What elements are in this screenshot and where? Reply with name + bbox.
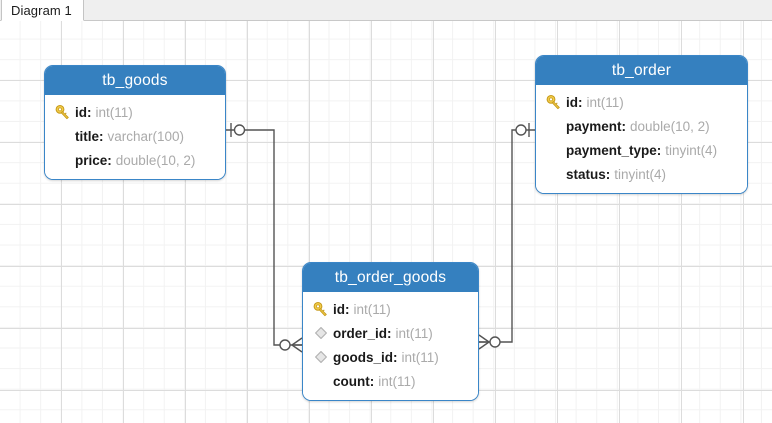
- field-name: status: [566, 166, 606, 182]
- cardinality-zero-or-one-goods: [230, 123, 246, 137]
- relationship-line-order-goods-order: [479, 129, 535, 343]
- field-separator: :: [107, 152, 112, 168]
- field-type: int(11): [401, 349, 439, 365]
- field-name: count: [333, 373, 370, 389]
- field-row[interactable]: payment_type: tinyint(4): [536, 138, 747, 162]
- field-separator: :: [345, 301, 350, 317]
- field-type: tinyint(4): [665, 142, 718, 158]
- field-name: order_id: [333, 325, 388, 341]
- table-header-tb-order-goods[interactable]: tb_order_goods: [303, 263, 478, 292]
- field-name: price: [75, 152, 108, 168]
- primary-key-icon: [311, 299, 331, 319]
- field-icon-placeholder: [544, 164, 564, 184]
- field-type: int(11): [586, 94, 624, 110]
- tab-label: Diagram 1: [11, 2, 72, 18]
- field-icon-placeholder: [544, 116, 564, 136]
- field-name: id: [75, 104, 87, 120]
- field-icon-placeholder: [53, 126, 73, 146]
- field-row[interactable]: id: int(11): [536, 90, 747, 114]
- field-type: int(11): [378, 373, 416, 389]
- tab-diagram-1[interactable]: Diagram 1: [1, 0, 84, 21]
- entity-table-tb-order[interactable]: tb_order id: int(11) payment: doub: [535, 55, 748, 194]
- diagram-canvas[interactable]: tb_goods id: int(11) title: varcha: [0, 21, 772, 423]
- field-row[interactable]: id: int(11): [45, 100, 225, 124]
- foreign-key-icon: [311, 323, 331, 343]
- table-title: tb_goods: [102, 71, 168, 89]
- field-name: payment: [566, 118, 622, 134]
- entity-table-tb-goods[interactable]: tb_goods id: int(11) title: varcha: [44, 65, 226, 180]
- field-type: varchar(100): [107, 128, 185, 144]
- primary-key-icon: [53, 102, 73, 122]
- field-separator: :: [393, 349, 398, 365]
- field-row[interactable]: price: double(10, 2): [45, 148, 225, 172]
- table-title: tb_order: [611, 61, 672, 79]
- field-row[interactable]: payment: double(10, 2): [536, 114, 747, 138]
- table-fields-tb-order-goods: id: int(11) order_id: int(11) go: [303, 292, 478, 400]
- field-type: int(11): [353, 301, 391, 317]
- field-icon-placeholder: [544, 140, 564, 160]
- field-separator: :: [578, 94, 583, 110]
- table-fields-tb-order: id: int(11) payment: double(10, 2) payme…: [536, 85, 747, 193]
- field-type: double(10, 2): [630, 118, 710, 134]
- table-title: tb_order_goods: [334, 268, 447, 286]
- field-icon-placeholder: [53, 150, 73, 170]
- relationship-connectors: [226, 123, 535, 353]
- cardinality-zero-or-many-order-goods-right: [478, 334, 501, 350]
- field-name: payment_type: [566, 142, 657, 158]
- field-separator: :: [656, 142, 662, 158]
- field-type: int(11): [395, 325, 433, 341]
- field-type: double(10, 2): [115, 152, 196, 168]
- table-fields-tb-goods: id: int(11) title: varchar(100) price: d…: [45, 95, 225, 179]
- field-separator: :: [369, 373, 375, 389]
- field-separator: :: [99, 128, 104, 144]
- entity-table-tb-order-goods[interactable]: tb_order_goods id: int(11): [302, 262, 479, 401]
- field-separator: :: [605, 166, 611, 182]
- table-header-tb-order[interactable]: tb_order: [536, 56, 747, 85]
- field-name: goods_id: [333, 349, 393, 365]
- tab-strip: Diagram 1: [0, 0, 772, 21]
- field-name: id: [566, 94, 578, 110]
- field-row[interactable]: id: int(11): [303, 297, 478, 321]
- primary-key-icon: [544, 92, 564, 112]
- table-header-tb-goods[interactable]: tb_goods: [45, 66, 225, 95]
- field-type: tinyint(4): [614, 166, 667, 182]
- field-icon-placeholder: [311, 371, 331, 391]
- foreign-key-icon: [311, 347, 331, 367]
- field-type: int(11): [95, 104, 133, 120]
- field-separator: :: [387, 325, 392, 341]
- field-separator: :: [87, 104, 92, 120]
- relationship-line-goods-order-goods: [226, 129, 302, 346]
- field-row[interactable]: title: varchar(100): [45, 124, 225, 148]
- field-separator: :: [621, 118, 627, 134]
- field-row[interactable]: status: tinyint(4): [536, 162, 747, 186]
- field-row[interactable]: goods_id: int(11): [303, 345, 478, 369]
- field-row[interactable]: order_id: int(11): [303, 321, 478, 345]
- field-name: title: [75, 128, 100, 144]
- field-name: id: [333, 301, 345, 317]
- cardinality-zero-or-one-order: [515, 123, 530, 137]
- field-row[interactable]: count: int(11): [303, 369, 478, 393]
- cardinality-zero-or-many-order-goods-left: [279, 337, 303, 353]
